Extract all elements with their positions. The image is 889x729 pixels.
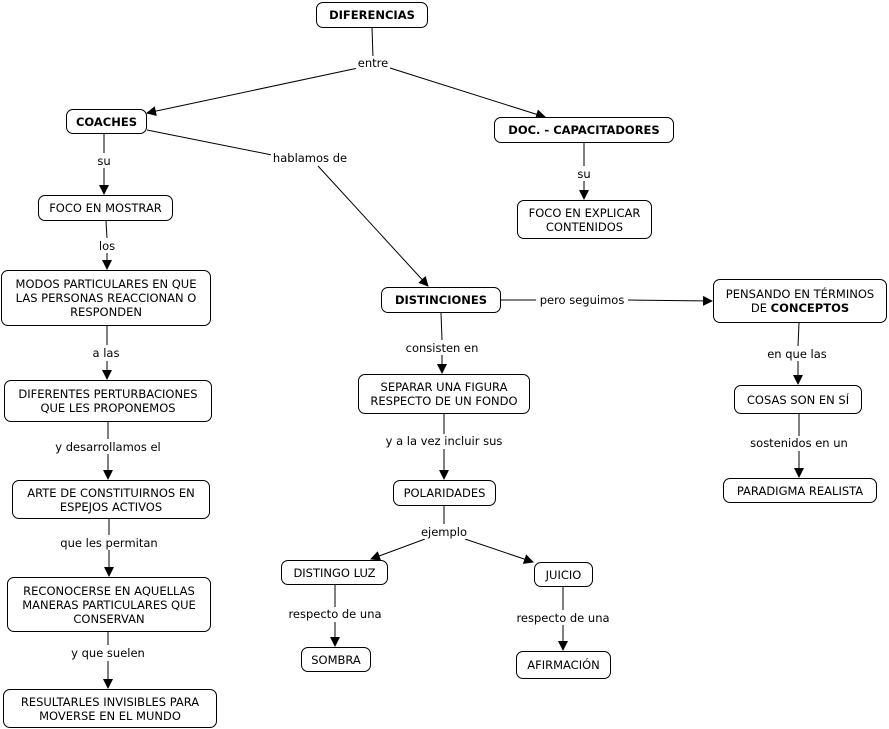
- label-y-desarrollamos: y desarrollamos el: [53, 440, 163, 454]
- link-entre-doc: [389, 67, 546, 120]
- label-hablamos-de: hablamos de: [270, 151, 350, 165]
- label-sostenidos: sostenidos en un: [748, 436, 850, 450]
- label-en-que-las: en que las: [765, 347, 829, 361]
- node-foco-mostrar[interactable]: FOCO EN MOSTRAR: [38, 195, 173, 221]
- node-resultarles[interactable]: RESULTARLES INVISIBLES PARA MOVERSE EN E…: [3, 689, 217, 728]
- label-respecto-juicio: respecto de una: [514, 611, 612, 625]
- link-foco-los: [105, 220, 108, 239]
- label-que-les-permitan: que les permitan: [58, 536, 160, 550]
- label-entre: entre: [355, 56, 391, 70]
- node-coaches[interactable]: COACHES: [66, 109, 147, 134]
- label-consisten-en: consisten en: [403, 341, 481, 355]
- node-diferencias[interactable]: DIFERENCIAS: [316, 2, 428, 28]
- link-ejemplo-luz: [370, 538, 426, 561]
- label-a-las: a las: [90, 346, 122, 360]
- label-pero-seguimos: pero seguimos: [537, 293, 627, 307]
- node-cosas-son[interactable]: COSAS SON EN SÍ: [734, 385, 862, 414]
- node-doc-capacitadores[interactable]: DOC. - CAPACITADORES: [494, 117, 674, 143]
- link-pero-pensando: [627, 295, 713, 306]
- label-y-que-suelen: y que suelen: [69, 646, 147, 660]
- node-distingo-luz[interactable]: DISTINGO LUZ: [281, 560, 388, 585]
- label-los: los: [96, 239, 118, 253]
- node-diferentes-perturbaciones[interactable]: DIFERENTES PERTURBACIONES QUE LES PROPON…: [4, 380, 212, 422]
- node-modos-particulares[interactable]: MODOS PARTICULARES EN QUE LAS PERSONAS R…: [1, 270, 211, 326]
- node-pensando-conceptos[interactable]: PENSANDO EN TÉRMINOS DE CONCEPTOS: [713, 279, 887, 323]
- label-y-a-la-vez: y a la vez incluir sus: [383, 434, 505, 448]
- link-pensando-enque: [797, 322, 800, 347]
- node-arte-constituirnos[interactable]: ARTE DE CONSTITUIRNOS EN ESPEJOS ACTIVOS: [12, 480, 210, 519]
- pensando-bold: CONCEPTOS: [770, 301, 850, 315]
- link-hablamos-distinciones: [317, 165, 429, 287]
- pensando-text: PENSANDO EN TÉRMINOS DE CONCEPTOS: [718, 287, 882, 315]
- link-coaches-hablamos: [146, 129, 273, 156]
- label-ejemplo: ejemplo: [418, 525, 470, 539]
- node-reconocerse[interactable]: RECONOCERSE EN AQUELLAS MANERAS PARTICUL…: [7, 577, 211, 632]
- node-afirmacion[interactable]: AFIRMACIÓN: [516, 651, 611, 679]
- link-ejemplo-juicio: [464, 538, 534, 564]
- node-paradigma-realista[interactable]: PARADIGMA REALISTA: [723, 478, 877, 503]
- node-polaridades[interactable]: POLARIDADES: [393, 480, 496, 506]
- pensando-prefix: PENSANDO EN TÉRMINOS DE: [725, 287, 875, 315]
- node-foco-explicar[interactable]: FOCO EN EXPLICAR CONTENIDOS: [517, 200, 652, 239]
- node-distinciones[interactable]: DISTINCIONES: [381, 287, 501, 313]
- link-distinciones-consisten: [440, 312, 443, 341]
- label-respecto-luz: respecto de una: [286, 607, 384, 621]
- label-su-doc: su: [575, 167, 593, 181]
- label-su-coaches: su: [95, 154, 113, 168]
- node-sombra[interactable]: SOMBRA: [301, 647, 371, 672]
- node-juicio[interactable]: JUICIO: [534, 562, 593, 587]
- node-separar-figura[interactable]: SEPARAR UNA FIGURA RESPECTO DE UN FONDO: [358, 374, 530, 414]
- link-diferencias-entre: [371, 26, 374, 59]
- link-entre-coaches: [146, 67, 359, 117]
